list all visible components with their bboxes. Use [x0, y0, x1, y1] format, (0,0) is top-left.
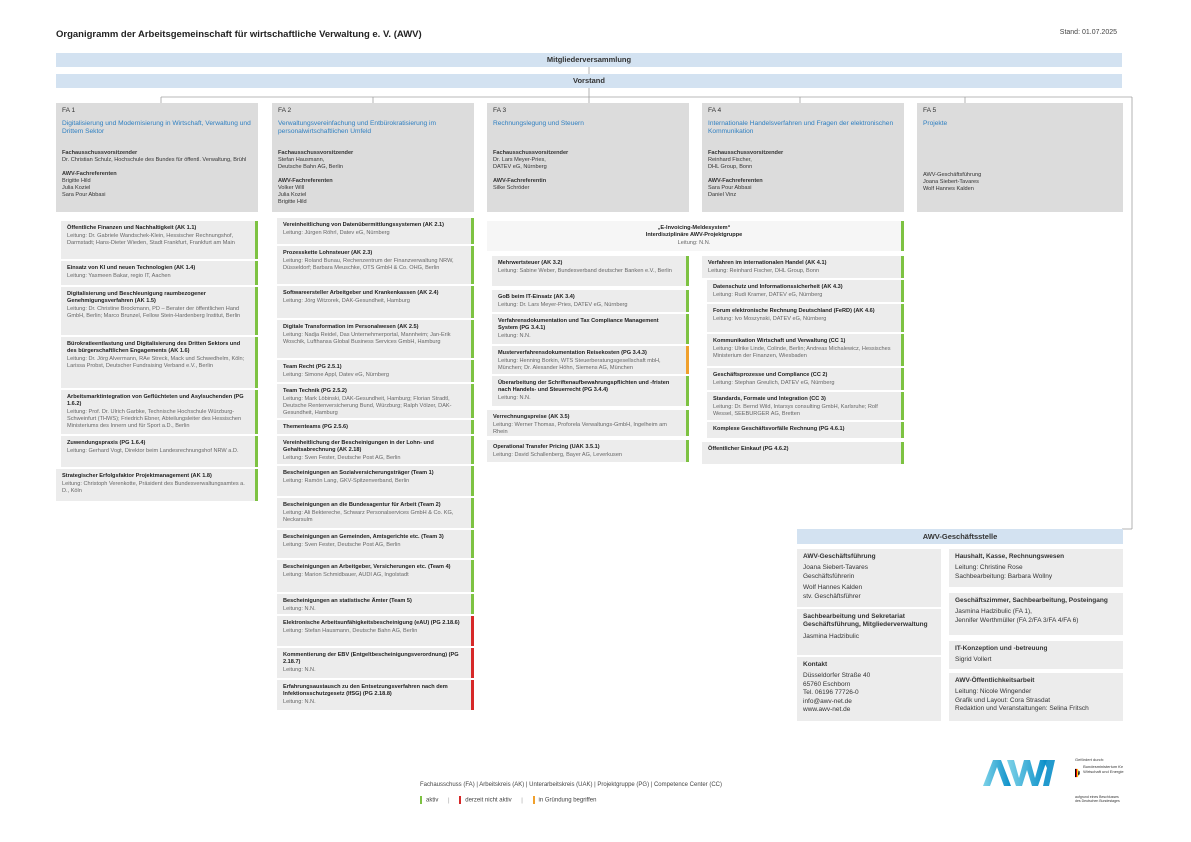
list-item: Strategischer Erfolgsfaktor Projektmanag…: [56, 469, 258, 501]
fa-referent-heading: AWV-Geschäftsführung: [923, 172, 982, 179]
list-item: Mehrwertsteuer (AK 3.2)Leitung: Sabine W…: [492, 256, 689, 286]
list-item: Bescheinigungen an Gemeinden, Amtsgerich…: [277, 530, 474, 558]
fa-2-box: FA 2 Verwaltungsvereinfachung und Entbür…: [272, 103, 474, 212]
aktiv-swatch: [420, 796, 422, 804]
bundesadler-icon: [1075, 768, 1080, 778]
list-item: Forum elektronische Rechnung Deutschland…: [707, 304, 904, 332]
list-item: Digitale Transformation im Personalwesen…: [277, 320, 474, 358]
list-item: Musterverfahrensdokumentation Reisekoste…: [492, 346, 689, 374]
list-item: Arbeitsmarktintegration von Geflüchteten…: [61, 390, 258, 434]
fa-chair: Dr. Christian Schulz, Hochschule des Bun…: [62, 157, 247, 164]
fa-referents: Joana Siebert-Tavares Wolf Hannes Kalden: [923, 179, 979, 193]
fa-4-box: FA 4 Internationale Handelsverfahren und…: [702, 103, 904, 212]
list-item: Bürokratieentlastung und Digitalisierung…: [61, 337, 258, 388]
fa-number: FA 2: [278, 107, 292, 114]
legend-status: aktiv | derzeit nicht aktiv | in Gründun…: [420, 796, 596, 805]
fa-referents: Volker Will Julia Koziel Brigitte Hild: [278, 184, 307, 205]
fa-title: Projekte: [923, 120, 948, 128]
fa-referent-heading: AWV-Fachreferenten: [278, 178, 333, 184]
list-item: Komplexe Geschäftsvorfälle Rechnung (PG …: [707, 422, 904, 438]
fa-chair-heading: Fachausschussvorsitzender: [493, 150, 569, 157]
fa-3-box: FA 3 Rechnungslegung und Steuern Fachaus…: [487, 103, 689, 212]
list-item: Standards, Formate und Integration (CC 3…: [707, 392, 904, 420]
geschaeftsstelle-heading: AWV-Geschäftsstelle: [797, 529, 1123, 544]
nicht-aktiv-swatch: [459, 796, 462, 804]
vorstand-bar: Vorstand: [56, 74, 1122, 88]
kontakt-box: Kontakt Düsseldorfer Straße 40 65760 Esc…: [797, 657, 941, 721]
geschaeftszimmer-box: Geschäftszimmer, Sachbearbeitung, Postei…: [949, 593, 1123, 635]
list-item: Digitalisierung und Beschleunigung raumb…: [61, 287, 258, 335]
fa-referents: Silke Schröder: [493, 185, 530, 192]
fa-1-box: FA 1 Digitalisierung und Modernisierung …: [56, 103, 258, 212]
it-box: IT-Konzeption und -betreuung Sigrid Voll…: [949, 641, 1123, 669]
fa-referent-heading: AWV-Fachreferenten: [62, 171, 117, 178]
list-item: Bescheinigungen an Arbeitgeber, Versiche…: [277, 560, 474, 592]
list-item: Einsatz von KI und neuen Technologien (A…: [61, 261, 258, 285]
fa-referents: Brigitte Hild Julia Koziel Sara Pour Abb…: [62, 178, 106, 198]
list-item: Team Technik (PG 2.5.2)Leitung: Mark Löb…: [277, 384, 474, 418]
list-item: Erfahrungsaustausch zu den Entsetzungsve…: [277, 680, 474, 710]
fa-chair-heading: Fachausschussvorsitzender: [62, 150, 138, 157]
list-item: Prozesskette Lohnsteuer (AK 2.3)Leitung:…: [277, 246, 474, 284]
list-item: Datenschutz und Informationssicherheit (…: [707, 280, 904, 302]
list-item: Thementeams (PG 2.5.6): [277, 420, 474, 434]
fa-referents: Sara Pour Abbasi Daniel Vinz: [708, 184, 752, 198]
list-item: Verrechnungspreise (AK 3.5)Leitung: Wern…: [487, 410, 689, 436]
fa-title: Digitalisierung und Modernisierung in Wi…: [62, 120, 251, 136]
haushalt-box: Haushalt, Kasse, Rechnungswesen Leitung:…: [949, 549, 1123, 587]
fa-title: Rechnungslegung und Steuern: [493, 120, 584, 128]
list-item: Überarbeitung der Schriftenaufbewahrungs…: [492, 376, 689, 406]
fa-title: Verwaltungsvereinfachung und Entbürokrat…: [278, 120, 436, 136]
fa-number: FA 5: [923, 107, 937, 114]
list-item: Verfahrensdokumentation und Tax Complian…: [492, 314, 689, 344]
list-item: GoB beim IT-Einsatz (AK 3.4)Leitung: Dr.…: [492, 290, 689, 312]
fa-number: FA 3: [493, 107, 507, 114]
mitgliederversammlung-bar: Mitgliederversammlung: [56, 53, 1122, 67]
list-item: Team Recht (PG 2.5.1)Leitung: Simone App…: [277, 360, 474, 382]
list-item: Verfahren im internationalen Handel (AK …: [702, 256, 904, 278]
fa-number: FA 1: [62, 107, 76, 114]
list-item: Öffentlicher Einkauf (PG 4.6.2): [702, 442, 904, 464]
page-title: Organigramm der Arbeitsgemeinschaft für …: [56, 29, 422, 40]
fa-chair-heading: Fachausschussvorsitzender: [708, 150, 784, 157]
list-item: Geschäftsprozesse und Compliance (CC 2)L…: [707, 368, 904, 390]
list-item: Vereinheitlichung der Bescheinigungen in…: [277, 436, 474, 464]
web-link[interactable]: www.awv-net.de: [803, 706, 851, 714]
list-item: Öffentliche Finanzen und Nachhaltigkeit …: [61, 221, 258, 259]
oeffentlichkeitsarbeit-box: AWV-Öffentlichkeitsarbeit Leitung: Nicol…: [949, 673, 1123, 721]
fa-chair-heading: Fachausschussvorsitzender: [278, 150, 354, 157]
list-item: Kommentierung der EBV (Entgeltbescheinig…: [277, 648, 474, 678]
gf-box: AWV-Geschäftsführung Joana Siebert-Tavar…: [797, 549, 941, 607]
fa-referent-heading: AWV-Fachreferenten: [708, 178, 763, 184]
list-item: Zuwendungspraxis (PG 1.6.4)Leitung: Gerh…: [61, 436, 258, 467]
bmwk-logo: Gefördert durch: Bundesministerium für W…: [1075, 757, 1124, 804]
stand-date: Stand: 01.07.2025: [1059, 29, 1117, 36]
list-item: Vereinheitlichung von Datenübermittlungs…: [277, 218, 474, 244]
email-link[interactable]: info@awv-net.de: [803, 697, 852, 705]
sekretariat-box: Sachbearbeitung und Sekretariat Geschäft…: [797, 609, 941, 655]
fa-title: Internationale Handelsverfahren und Frag…: [708, 120, 894, 136]
list-item: Bescheinigungen an Sozialversicherungstr…: [277, 466, 474, 496]
fa-referent-heading: AWV-Fachreferentin: [493, 178, 547, 185]
list-item: Softwareersteller Arbeitgeber und Kranke…: [277, 286, 474, 318]
list-item: Operational Transfer Pricing (UAK 3.5.1)…: [487, 440, 689, 462]
list-item: Bescheinigungen an die Bundesagentur für…: [277, 498, 474, 528]
list-item: Kommunikation Wirtschaft und Verwaltung …: [707, 334, 904, 366]
fa-chair: Reinhard Fischer, DHL Group, Bonn: [708, 157, 753, 171]
list-item: Elektronische Arbeitsunfähigkeitsbeschei…: [277, 616, 474, 646]
einvoicing-box: „E-Invoicing-Meldesystem“ Interdisziplin…: [487, 221, 904, 251]
legend-abbreviations: Fachausschuss (FA) | Arbeitskreis (AK) |…: [420, 782, 722, 788]
gruendung-swatch: [532, 796, 535, 804]
fa-number: FA 4: [708, 107, 722, 114]
fa-chair: Dr. Lars Meyer-Pries, DATEV eG, Nürnberg: [493, 157, 547, 171]
list-item: Bescheinigungen an statistische Ämter (T…: [277, 594, 474, 614]
fa-chair: Stefan Hausmann, Deutsche Bahn AG, Berli…: [278, 157, 343, 171]
awv-logo: [983, 760, 1055, 786]
